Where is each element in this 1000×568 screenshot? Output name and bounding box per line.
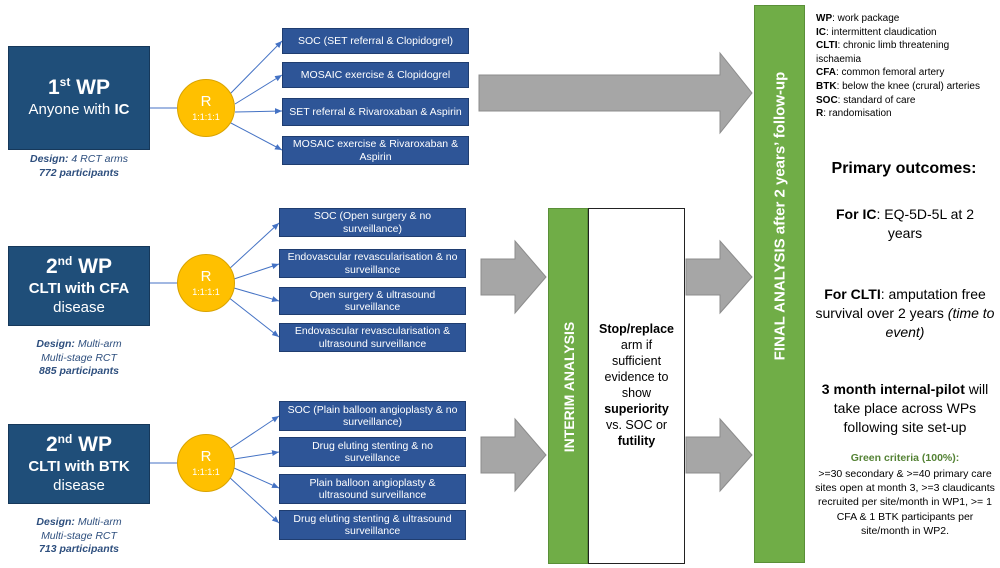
legend-item: WP: work package (816, 13, 900, 24)
connector-wp1-arm4 (228, 121, 283, 151)
green-criteria-heading: Green criteria (100%): (850, 452, 960, 464)
wp1-population: Anyone with IC (28, 101, 130, 119)
wp3-arm-2: Drug eluting stenting & no surveillance (279, 437, 466, 467)
connector-wp3-arm4 (227, 475, 280, 524)
wp3-arm-1: SOC (Plain balloon angioplasty & no surv… (279, 401, 466, 431)
wp2-title: 2nd WP (45, 253, 113, 278)
abbreviations-legend: WP: work package IC: intermittent claudi… (816, 12, 996, 121)
connector-wp1-arm3 (234, 108, 283, 115)
connector-wp2-arm4 (227, 296, 280, 338)
connector-wp3-arm1 (227, 415, 280, 451)
wp3-title: 2nd WP (45, 431, 113, 456)
internal-pilot: 3 month internal-pilot will take place a… (821, 381, 989, 435)
connector-wp2-arm1 (227, 222, 280, 271)
final-analysis-label: FINAL ANALYSIS after 2 years’ follow-up (771, 71, 789, 361)
legend-item: CFA: common femoral artery (816, 67, 945, 79)
green-criteria-text: >=30 secondary & >=40 primary care sites… (815, 468, 995, 537)
legend-item: BTK: below the knee (crural) arteries (816, 80, 980, 92)
wp1-arm-3: SET referral & Rivaroxaban & Aspirin (282, 98, 469, 126)
primary-outcomes-heading: Primary outcomes: (831, 160, 977, 177)
wp1-design: Design: 4 RCT arms 772 participants (29, 153, 129, 179)
connector-wp3-arm3 (233, 467, 280, 489)
wp2-arm-2: Endovascular revascularisation & no surv… (279, 249, 466, 278)
arrow-interim-to-final-wp3 (685, 417, 753, 493)
outcome-ic: For IC: EQ-5D-5L at 2 years (836, 206, 974, 241)
wp3-arm-3: Plain balloon angioplasty & ultrasound s… (279, 474, 466, 504)
connector-wp1-arm2 (234, 74, 283, 105)
connector-wp3-arm2 (233, 450, 280, 460)
wp1-arm-1: SOC (SET referral & Clopidogrel) (282, 28, 469, 54)
wp2-arm-4: Endovascular revascularisation & ultraso… (279, 323, 466, 352)
interim-analysis-bar: INTERIM ANALYSIS (548, 208, 588, 564)
arrow-interim-to-final-wp2 (685, 239, 753, 315)
legend-item: IC: intermittent claudication (816, 26, 937, 38)
wp2-design: Design: Multi-arm Multi-stage RCT 885 pa… (36, 338, 122, 378)
legend-item: CLTI: chronic limb threatening ischaemia (816, 40, 950, 65)
outcome-clti: For CLTI: amputation free survival over … (815, 286, 995, 340)
wp2-arm-3: Open surgery & ultrasound surveillance (279, 287, 466, 315)
connector-wp1-arm1 (228, 40, 283, 96)
legend-item: SOC: standard of care (816, 94, 916, 106)
wp1-arm-2: MOSAIC exercise & Clopidogrel (282, 62, 469, 88)
wp1-title: 1st WP (47, 75, 111, 100)
wp3-arm-4: Drug eluting stenting & ultrasound surve… (279, 510, 466, 540)
wp1-box: 1st WP Anyone with IC (8, 46, 150, 150)
arrow-wp2-to-interim (480, 239, 547, 315)
final-analysis-bar: FINAL ANALYSIS after 2 years’ follow-up (754, 5, 805, 563)
interim-decision-box: Stop/replace arm if sufficient evidence … (588, 208, 685, 564)
wp3-design: Design: Multi-arm Multi-stage RCT 713 pa… (36, 516, 122, 556)
wp1-arm-4: MOSAIC exercise & Rivaroxaban & Aspirin (282, 136, 469, 165)
arrow-wp3-to-interim (480, 417, 547, 493)
arrow-wp1-to-final (478, 51, 753, 135)
connector-wp2-arm3 (233, 287, 280, 302)
wp2-arm-1: SOC (Open surgery & no surveillance) (279, 208, 466, 237)
legend-item: R: randomisation (816, 108, 892, 120)
connector-wp2-arm2 (233, 263, 280, 280)
interim-analysis-label: INTERIM ANALYSIS (561, 321, 577, 453)
